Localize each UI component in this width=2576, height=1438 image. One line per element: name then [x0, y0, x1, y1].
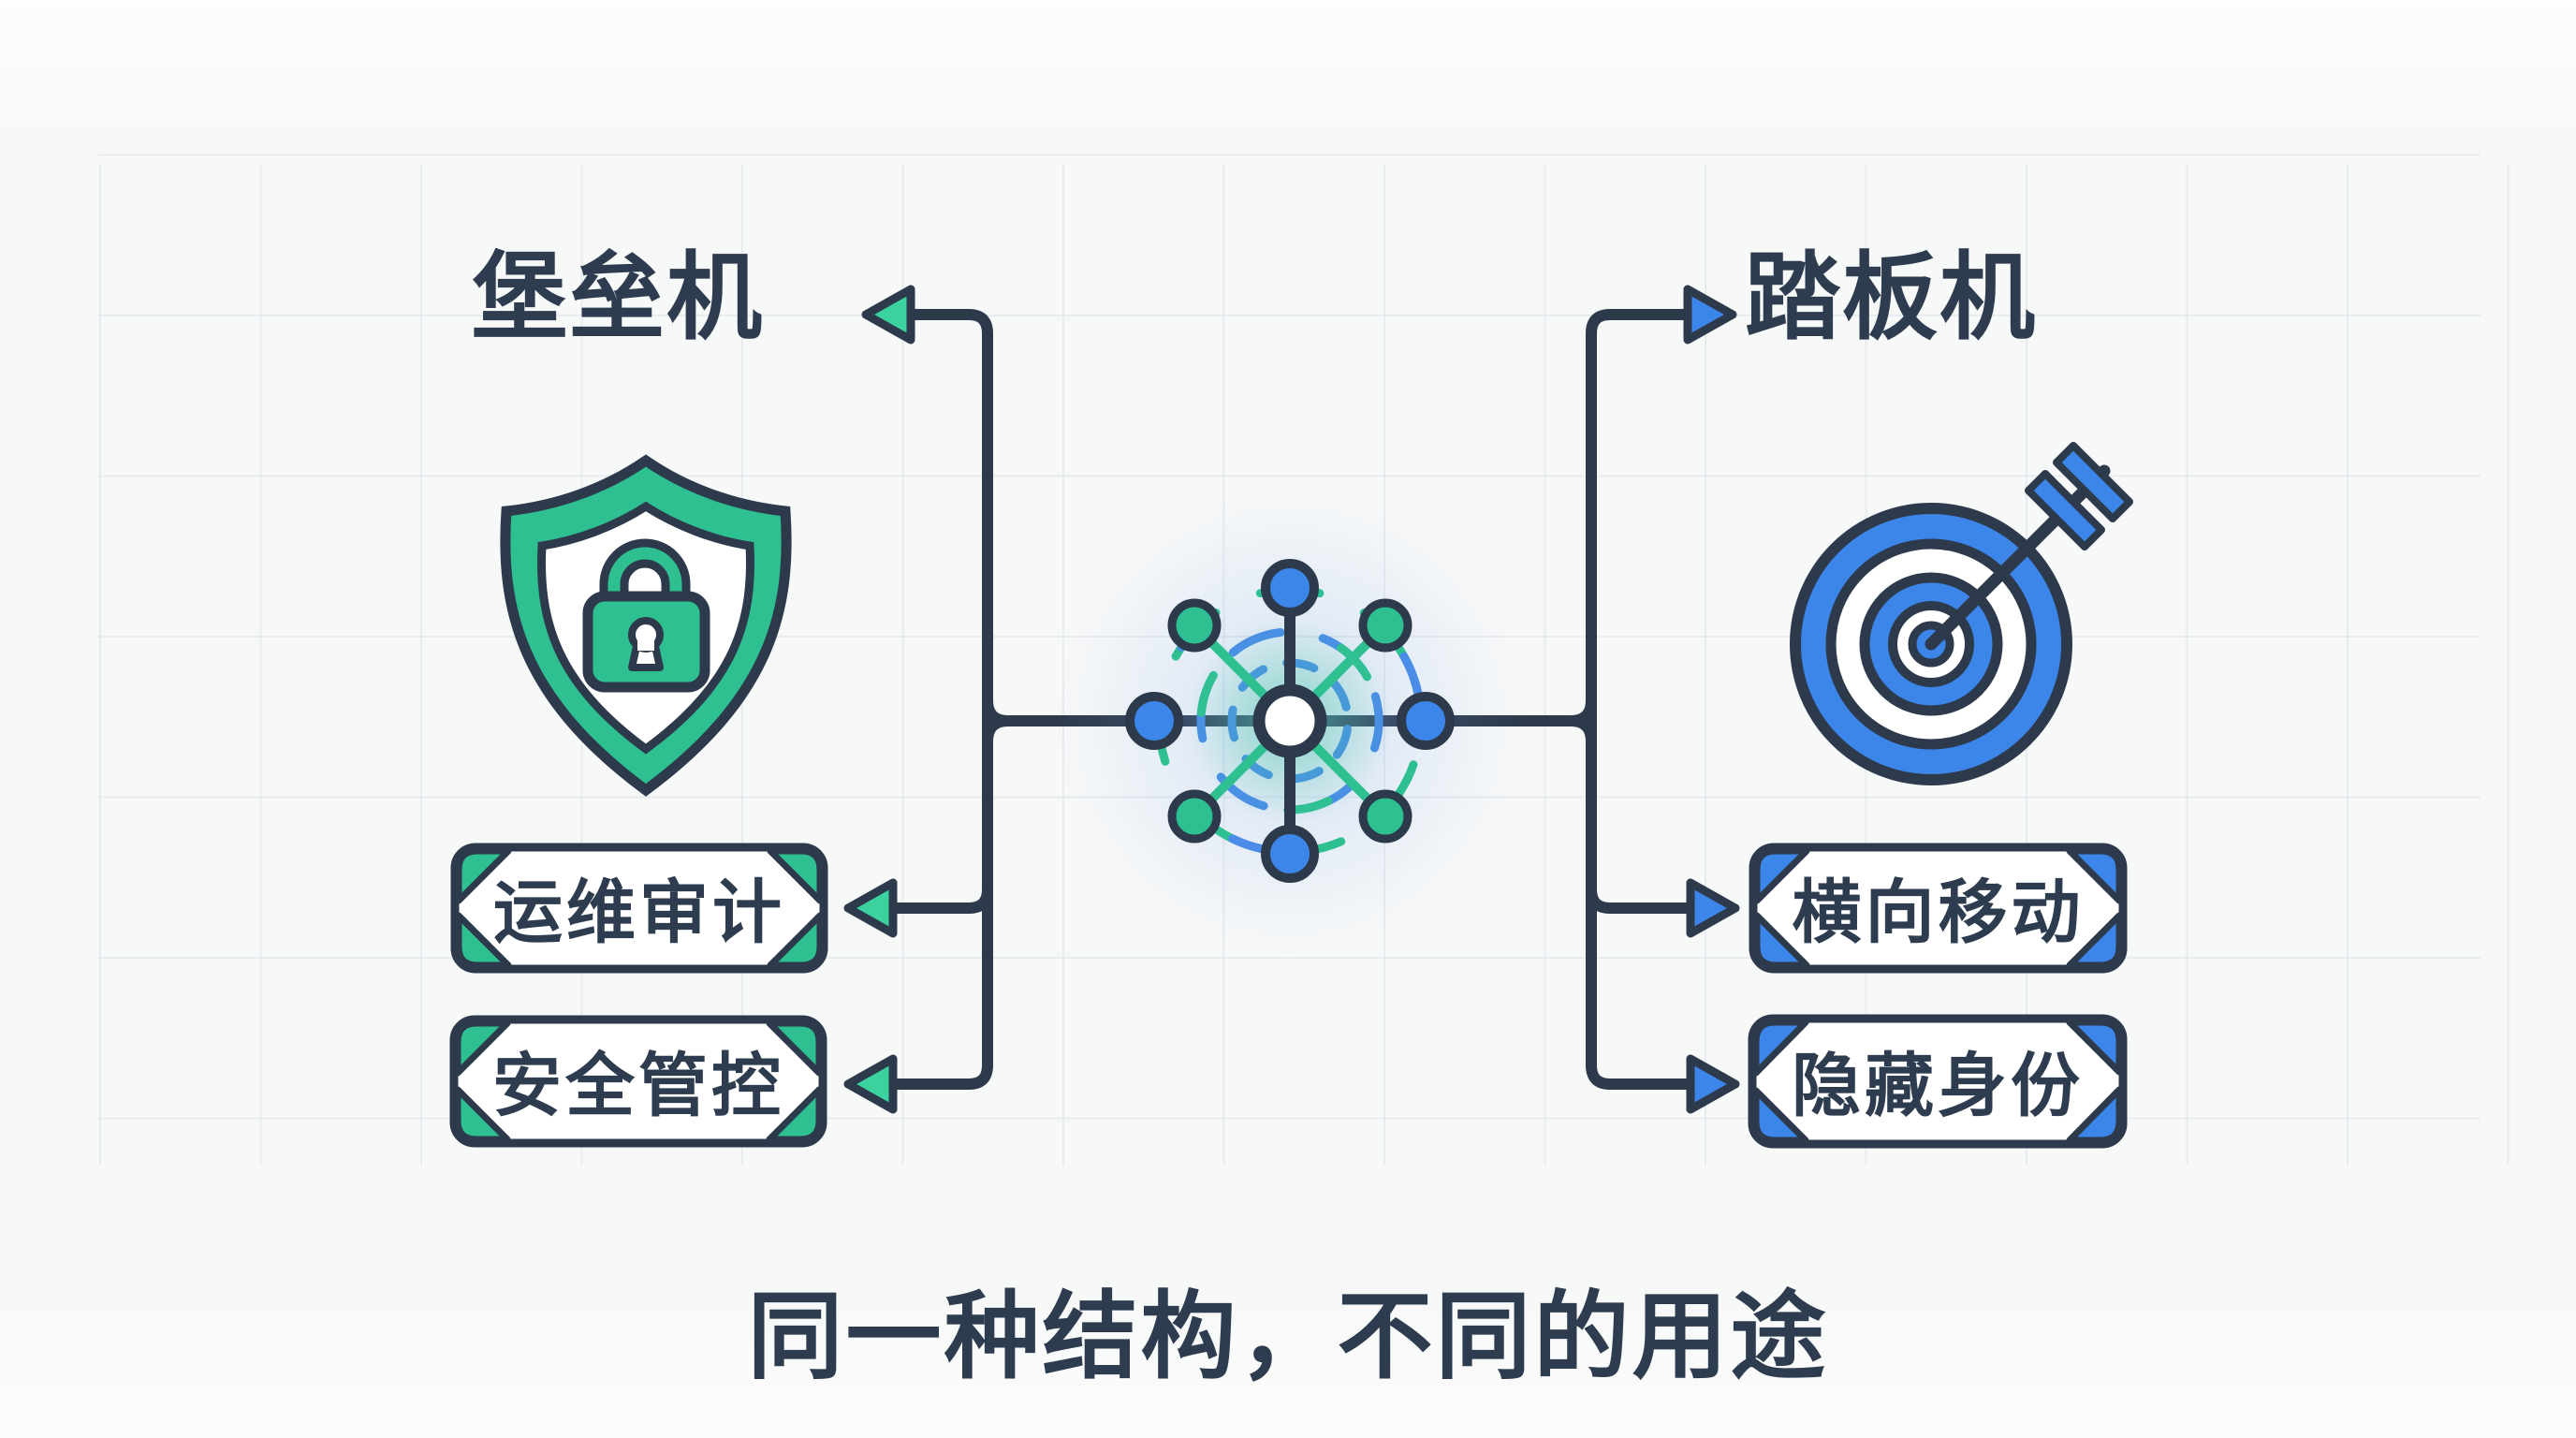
arrowhead-left-box2-icon: [843, 1054, 898, 1114]
left-section-title: 堡垒机: [472, 244, 764, 351]
hub-node-nw: [1167, 598, 1222, 653]
hub-node-east: [1397, 692, 1455, 750]
hub-node-sw: [1167, 789, 1222, 844]
label-box-frame-left-2: [449, 1015, 827, 1148]
label-box-left-2: 安全管控: [449, 1013, 827, 1146]
arrowhead-left-title-icon: [861, 285, 915, 345]
left-connector: [843, 285, 1295, 1114]
hub-node-west: [1125, 692, 1183, 750]
arrowhead-left-box1-icon: [843, 878, 898, 938]
hub-node-south: [1261, 825, 1319, 883]
hub-center: [1252, 683, 1327, 758]
label-box-left-1-text: 运维审计: [493, 873, 785, 951]
label-box-right-1: 横向移动: [1749, 841, 2128, 972]
label-box-right-1-text: 横向移动: [1792, 873, 2085, 951]
arrowhead-right-box1-icon: [1686, 878, 1740, 938]
target-arrow-icon: [1790, 442, 2133, 785]
label-box-frame-left-1: [450, 843, 828, 974]
label-box-left-1: 运维审计: [450, 841, 828, 972]
label-box-right-2-text: 隐藏身份: [1792, 1046, 2084, 1124]
label-box-frame-right-2: [1748, 1014, 2128, 1149]
hub-node-north: [1261, 559, 1319, 617]
arrowhead-right-box2-icon: [1686, 1054, 1740, 1114]
shield-lock-icon: [500, 454, 792, 797]
hub-node-ne: [1358, 598, 1412, 653]
network-hub-icon: [1056, 487, 1524, 955]
bottom-caption: 同一种结构，不同的用途: [747, 1284, 1829, 1390]
hub-node-se: [1358, 789, 1412, 844]
arrowhead-right-title-icon: [1683, 285, 1737, 345]
label-box-frame-right-1: [1749, 843, 2128, 974]
right-section-title: 踏板机: [1745, 244, 2037, 351]
label-box-left-2-text: 安全管控: [492, 1046, 784, 1124]
label-box-right-2: 隐藏身份: [1748, 1012, 2128, 1147]
